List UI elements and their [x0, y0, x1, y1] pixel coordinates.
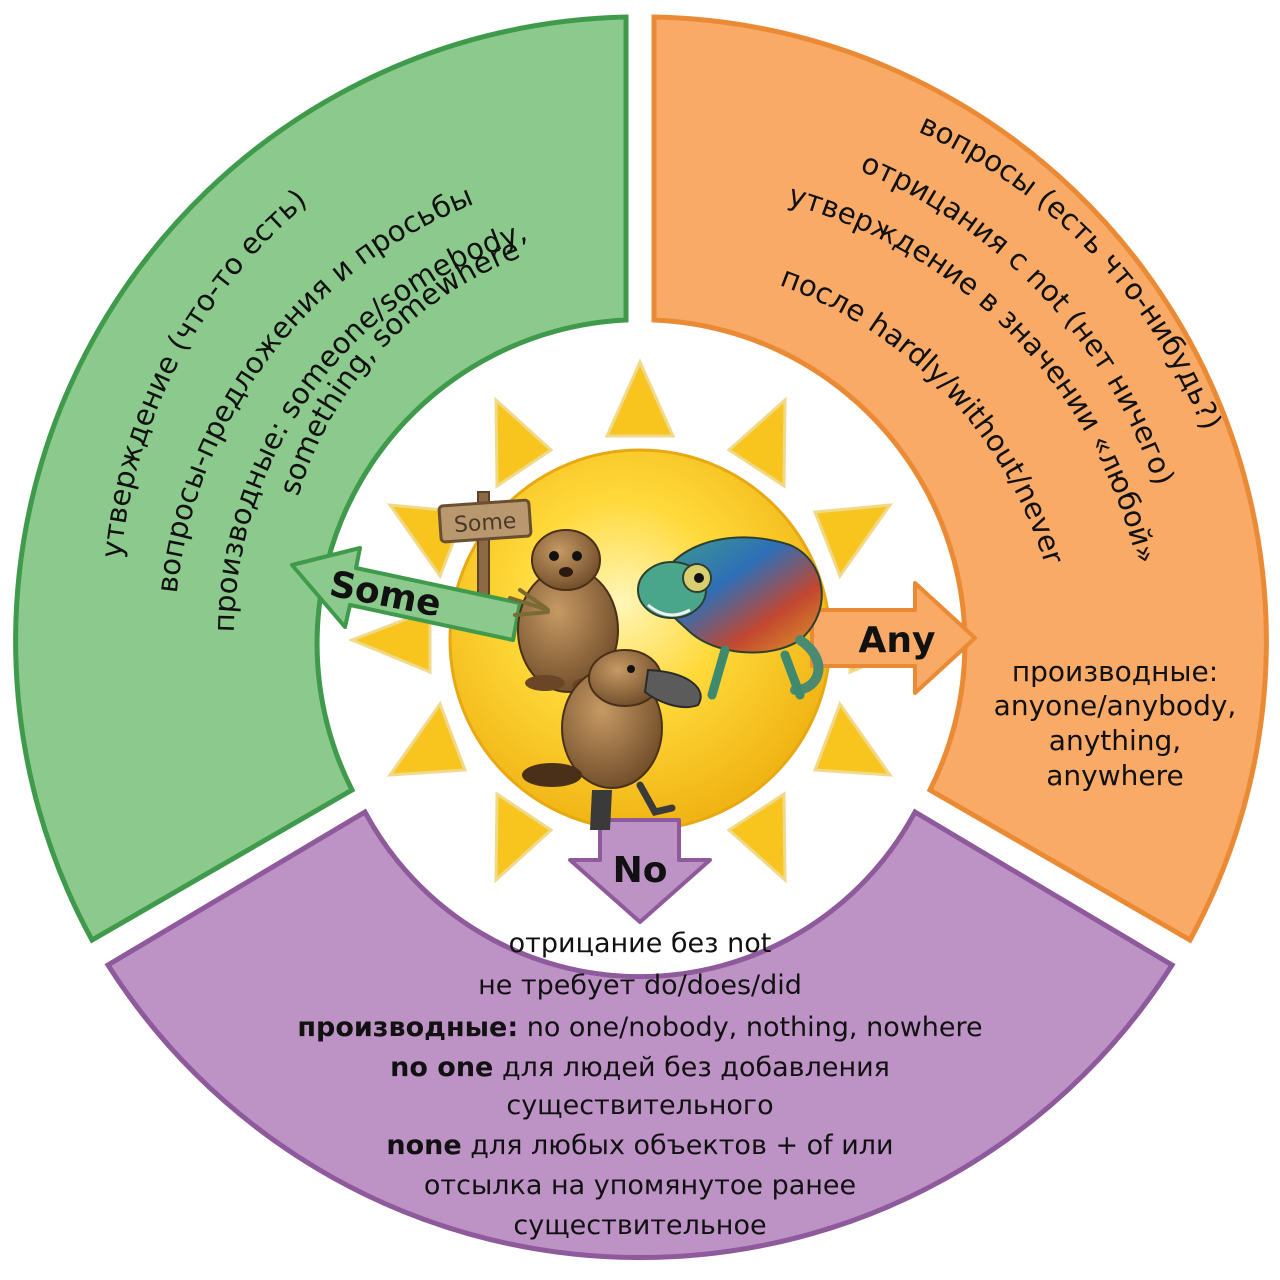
any-arrow: Any	[810, 581, 977, 695]
no-line-1: отрицание без not	[509, 928, 772, 959]
any-derivatives-1: производные:	[1012, 655, 1218, 688]
no-section-text: отрицание без not не требует do/does/did…	[297, 928, 982, 1241]
no-line-5: существительного	[506, 1090, 773, 1121]
any-derivatives-3: anything,	[1049, 724, 1181, 757]
marmot-icon	[508, 529, 619, 693]
some-signpost: Some	[437, 491, 533, 601]
any-section-background	[651, 14, 1269, 944]
no-arrow: No	[568, 818, 712, 924]
any-derivatives-2: anyone/anybody,	[994, 689, 1237, 722]
sun-rays	[347, 358, 933, 922]
no-line-4: no one для людей без добавления	[390, 1052, 890, 1083]
no-line-2: не требует do/does/did	[478, 970, 802, 1001]
no-arrow-label: No	[613, 850, 668, 891]
signpost-label: Some	[453, 509, 517, 538]
no-line-7: отсылка на упомянутое ранее	[424, 1170, 856, 1201]
no-line-6: none для любых объектов + of или	[386, 1130, 893, 1161]
platypus-icon	[522, 649, 702, 830]
some-section-background	[13, 14, 629, 944]
no-section-background	[104, 808, 1176, 1260]
no-line-3: производные: no one/nobody, nothing, now…	[297, 1012, 982, 1043]
any-arrow-label: Any	[859, 620, 936, 661]
no-line-8: существительное	[513, 1210, 766, 1241]
any-derivatives-4: anywhere	[1046, 759, 1183, 792]
chameleon-icon	[637, 536, 824, 700]
